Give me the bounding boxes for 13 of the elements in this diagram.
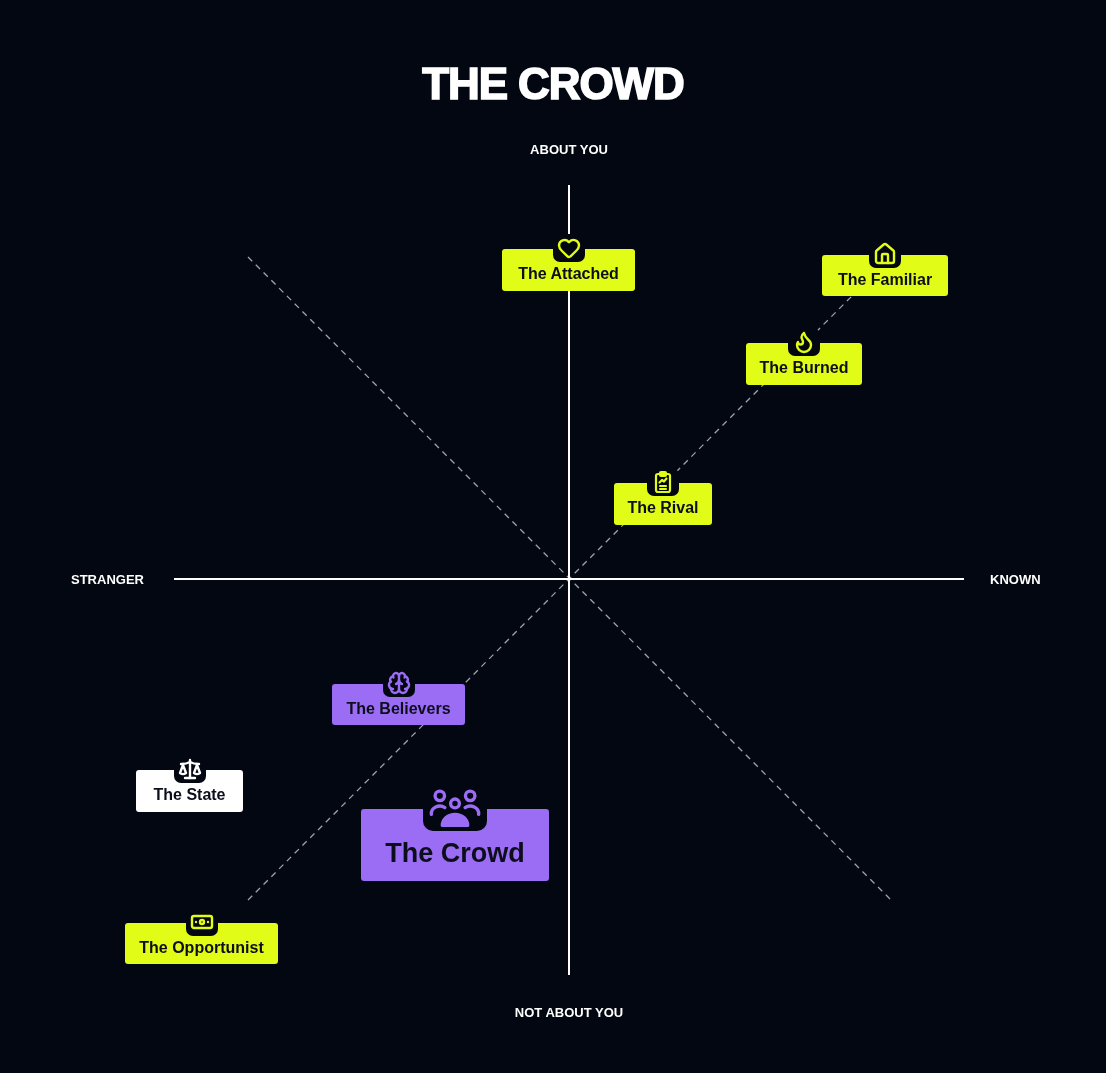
axis-label: KNOWN	[990, 572, 1041, 586]
axis-label: ABOUT YOU	[530, 142, 608, 156]
persona-label: The State	[153, 787, 226, 803]
persona-label: The Crowd	[385, 839, 525, 867]
axis-label: STRANGER	[71, 572, 144, 586]
persona-label: The Attached	[518, 266, 619, 282]
persona-label: The Opportunist	[139, 939, 264, 956]
chart-title: THE CROWD	[422, 62, 684, 106]
persona-label: The Believers	[346, 700, 451, 717]
axis-label: NOT ABOUT YOU	[514, 1005, 624, 1019]
persona-label: The Rival	[627, 500, 699, 516]
persona-label: The Familiar	[837, 271, 933, 288]
persona-label: The Burned	[759, 360, 849, 376]
